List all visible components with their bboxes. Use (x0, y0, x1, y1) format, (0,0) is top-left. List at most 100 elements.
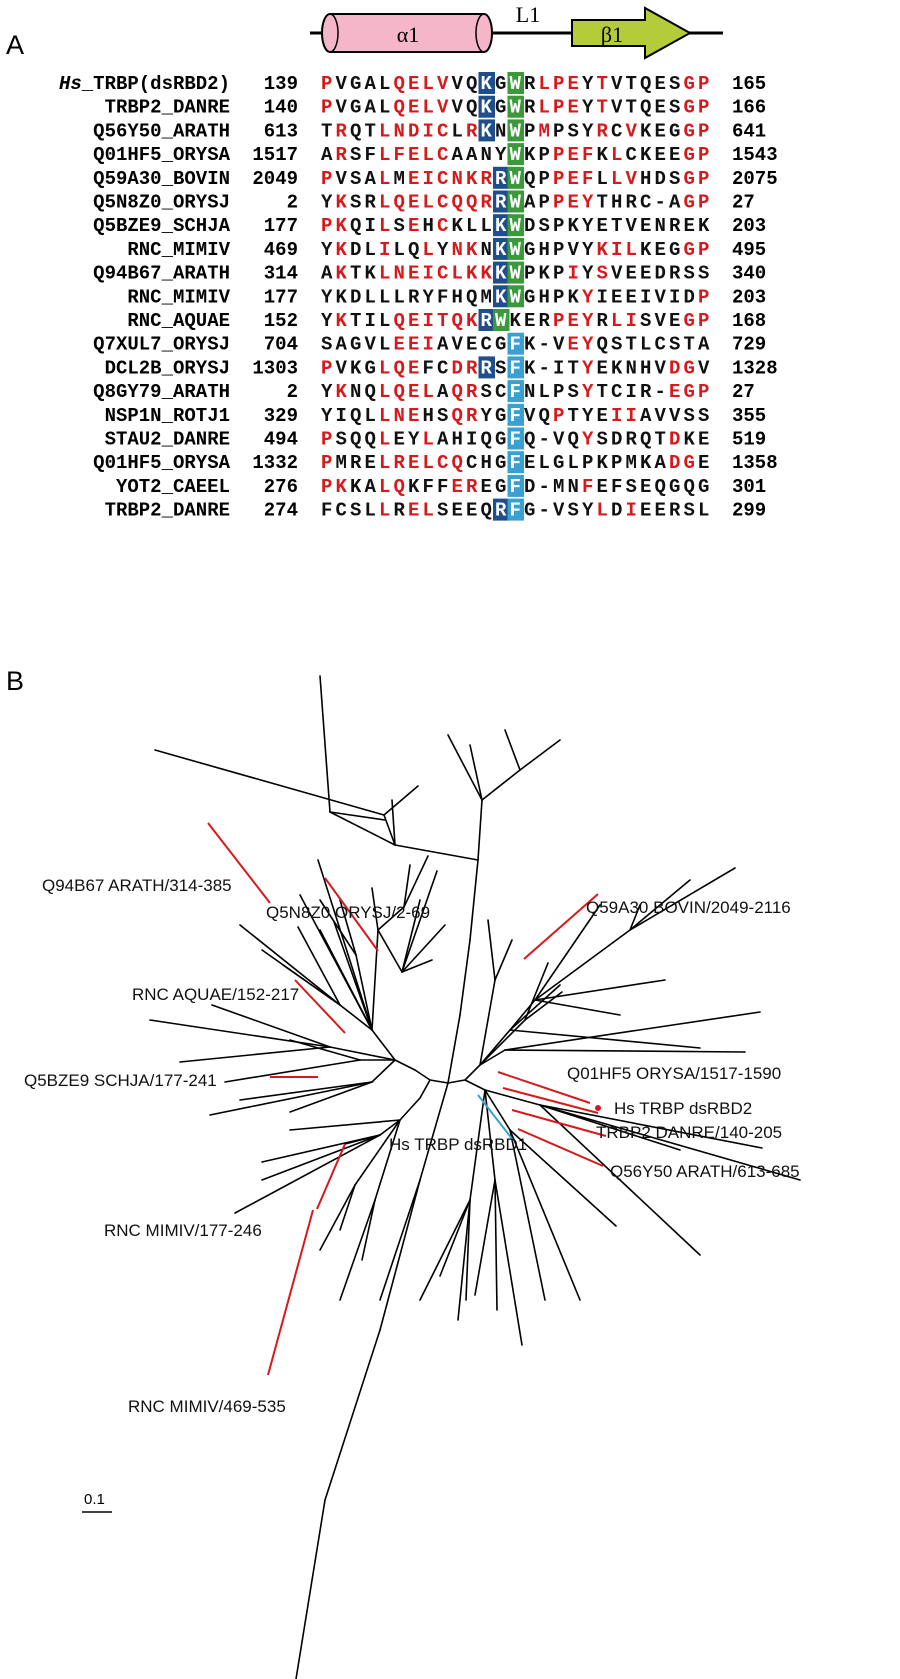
conserved-residue-box (507, 166, 524, 189)
tree-branch (289, 1081, 373, 1113)
conserved-residue-box (507, 143, 524, 166)
tree-branch (494, 1179, 498, 1311)
sequence-start: 139 (264, 73, 298, 95)
sequence-end: 203 (732, 286, 766, 308)
sequence-start: 494 (264, 429, 298, 451)
helix-label: α1 (397, 22, 420, 47)
tree-branch (319, 675, 331, 813)
tree-branch (403, 864, 411, 908)
tree-branch (494, 1179, 523, 1346)
sequence-name: Q8GY79_ARATH (93, 381, 230, 403)
tree-branch (339, 899, 357, 956)
tree-branch (371, 887, 379, 931)
tree-branch (401, 924, 446, 973)
tree-branch (479, 1049, 506, 1066)
conserved-residue-box (507, 285, 524, 308)
branch-hs-dsrbd1 (477, 1094, 514, 1141)
tree-branch (394, 1179, 421, 1256)
conserved-residue-box (507, 474, 524, 497)
scale-bar-label: 0.1 (84, 1491, 105, 1508)
tree-branch (479, 979, 496, 1066)
tree-labels: Q94B67 ARATH/314-385 Q5N8Z0 ORYSJ/2-69 Q… (24, 876, 800, 1416)
tree-branch (629, 867, 736, 931)
sequence-start: 152 (264, 310, 298, 332)
branch-rnc-mimiv-177 (316, 1143, 346, 1210)
sequence-start: 2 (287, 192, 298, 214)
sequence-start: 314 (264, 263, 298, 285)
tree-branch (324, 1329, 381, 1501)
tree-branch (414, 1069, 431, 1081)
sequence-start: 1517 (252, 144, 298, 166)
panel-b: B Q94B67 ARATH/314-385 Q5N8Z0 ORYSJ/2-69… (6, 666, 801, 1679)
highlighted-branches (207, 822, 607, 1376)
label-q56y50: Q56Y50 ARATH/613-685 (610, 1162, 800, 1181)
conserved-residue-box (493, 261, 510, 284)
tree-branch (209, 1081, 373, 1116)
sequence-start: 177 (264, 215, 298, 237)
tree-branch (481, 769, 521, 801)
label-q94b67: Q94B67 ARATH/314-385 (42, 876, 232, 895)
tree-branch (504, 729, 521, 771)
sequence-end: 165 (732, 73, 766, 95)
conserved-residue-box (493, 285, 510, 308)
sequence-end: 299 (732, 500, 766, 522)
sequence-start: 274 (264, 500, 298, 522)
sequence-end: 641 (732, 120, 766, 142)
tree-branch (339, 1004, 373, 1031)
tree-branch (419, 1079, 431, 1099)
tree-branch (319, 899, 357, 956)
conserved-residue-box (478, 72, 495, 94)
tree-branch (464, 1079, 486, 1091)
tree-branch (379, 1254, 396, 1301)
tree-branch (401, 959, 433, 973)
tree-branch (629, 879, 691, 931)
sequence-end: 2075 (732, 168, 778, 190)
tree-branch (399, 1097, 421, 1121)
tree-branch (429, 1079, 449, 1084)
sequence-end: 519 (732, 429, 766, 451)
tree-branch (361, 1199, 376, 1261)
sequence-end: 168 (732, 310, 766, 332)
sequence-name: NSP1N_ROTJ1 (105, 405, 230, 427)
sequence-name: Q59A30_BOVIN (93, 168, 230, 190)
sequence-start: 2049 (252, 168, 298, 190)
tree-branch (629, 904, 641, 931)
tree-branch (504, 1011, 761, 1051)
tree-branch (339, 1184, 356, 1231)
tree-branch (539, 1104, 763, 1149)
tree-branch (297, 926, 341, 1006)
conserved-residue-box (493, 309, 510, 331)
tree-branch (534, 929, 631, 1001)
tree-branch (355, 954, 373, 1031)
tree-branch (329, 811, 396, 846)
sequence-name: RNC_AQUAE (127, 310, 230, 332)
tree-branch (333, 921, 373, 1031)
label-q5n8z0: Q5N8Z0 ORYSJ/2-69 (266, 903, 430, 922)
conserved-residue-box (478, 309, 495, 331)
tree-branch (371, 929, 379, 1031)
conserved-residue-box (493, 190, 510, 213)
secondary-structure: α1 L1 β1 (310, 2, 723, 60)
sequence-name: STAU2_DANRE (105, 429, 230, 451)
sequence-start: 2 (287, 381, 298, 403)
tree-branch (371, 1059, 396, 1083)
sequence-end: 301 (732, 476, 766, 498)
conserved-residue-box (493, 166, 510, 189)
sequence-end: 27 (732, 381, 755, 403)
tree-branch (154, 749, 385, 816)
tree-branch (524, 991, 563, 1021)
sequence-end: 495 (732, 239, 766, 261)
conserved-residue-box (493, 214, 510, 237)
tree-branch (447, 1014, 461, 1084)
